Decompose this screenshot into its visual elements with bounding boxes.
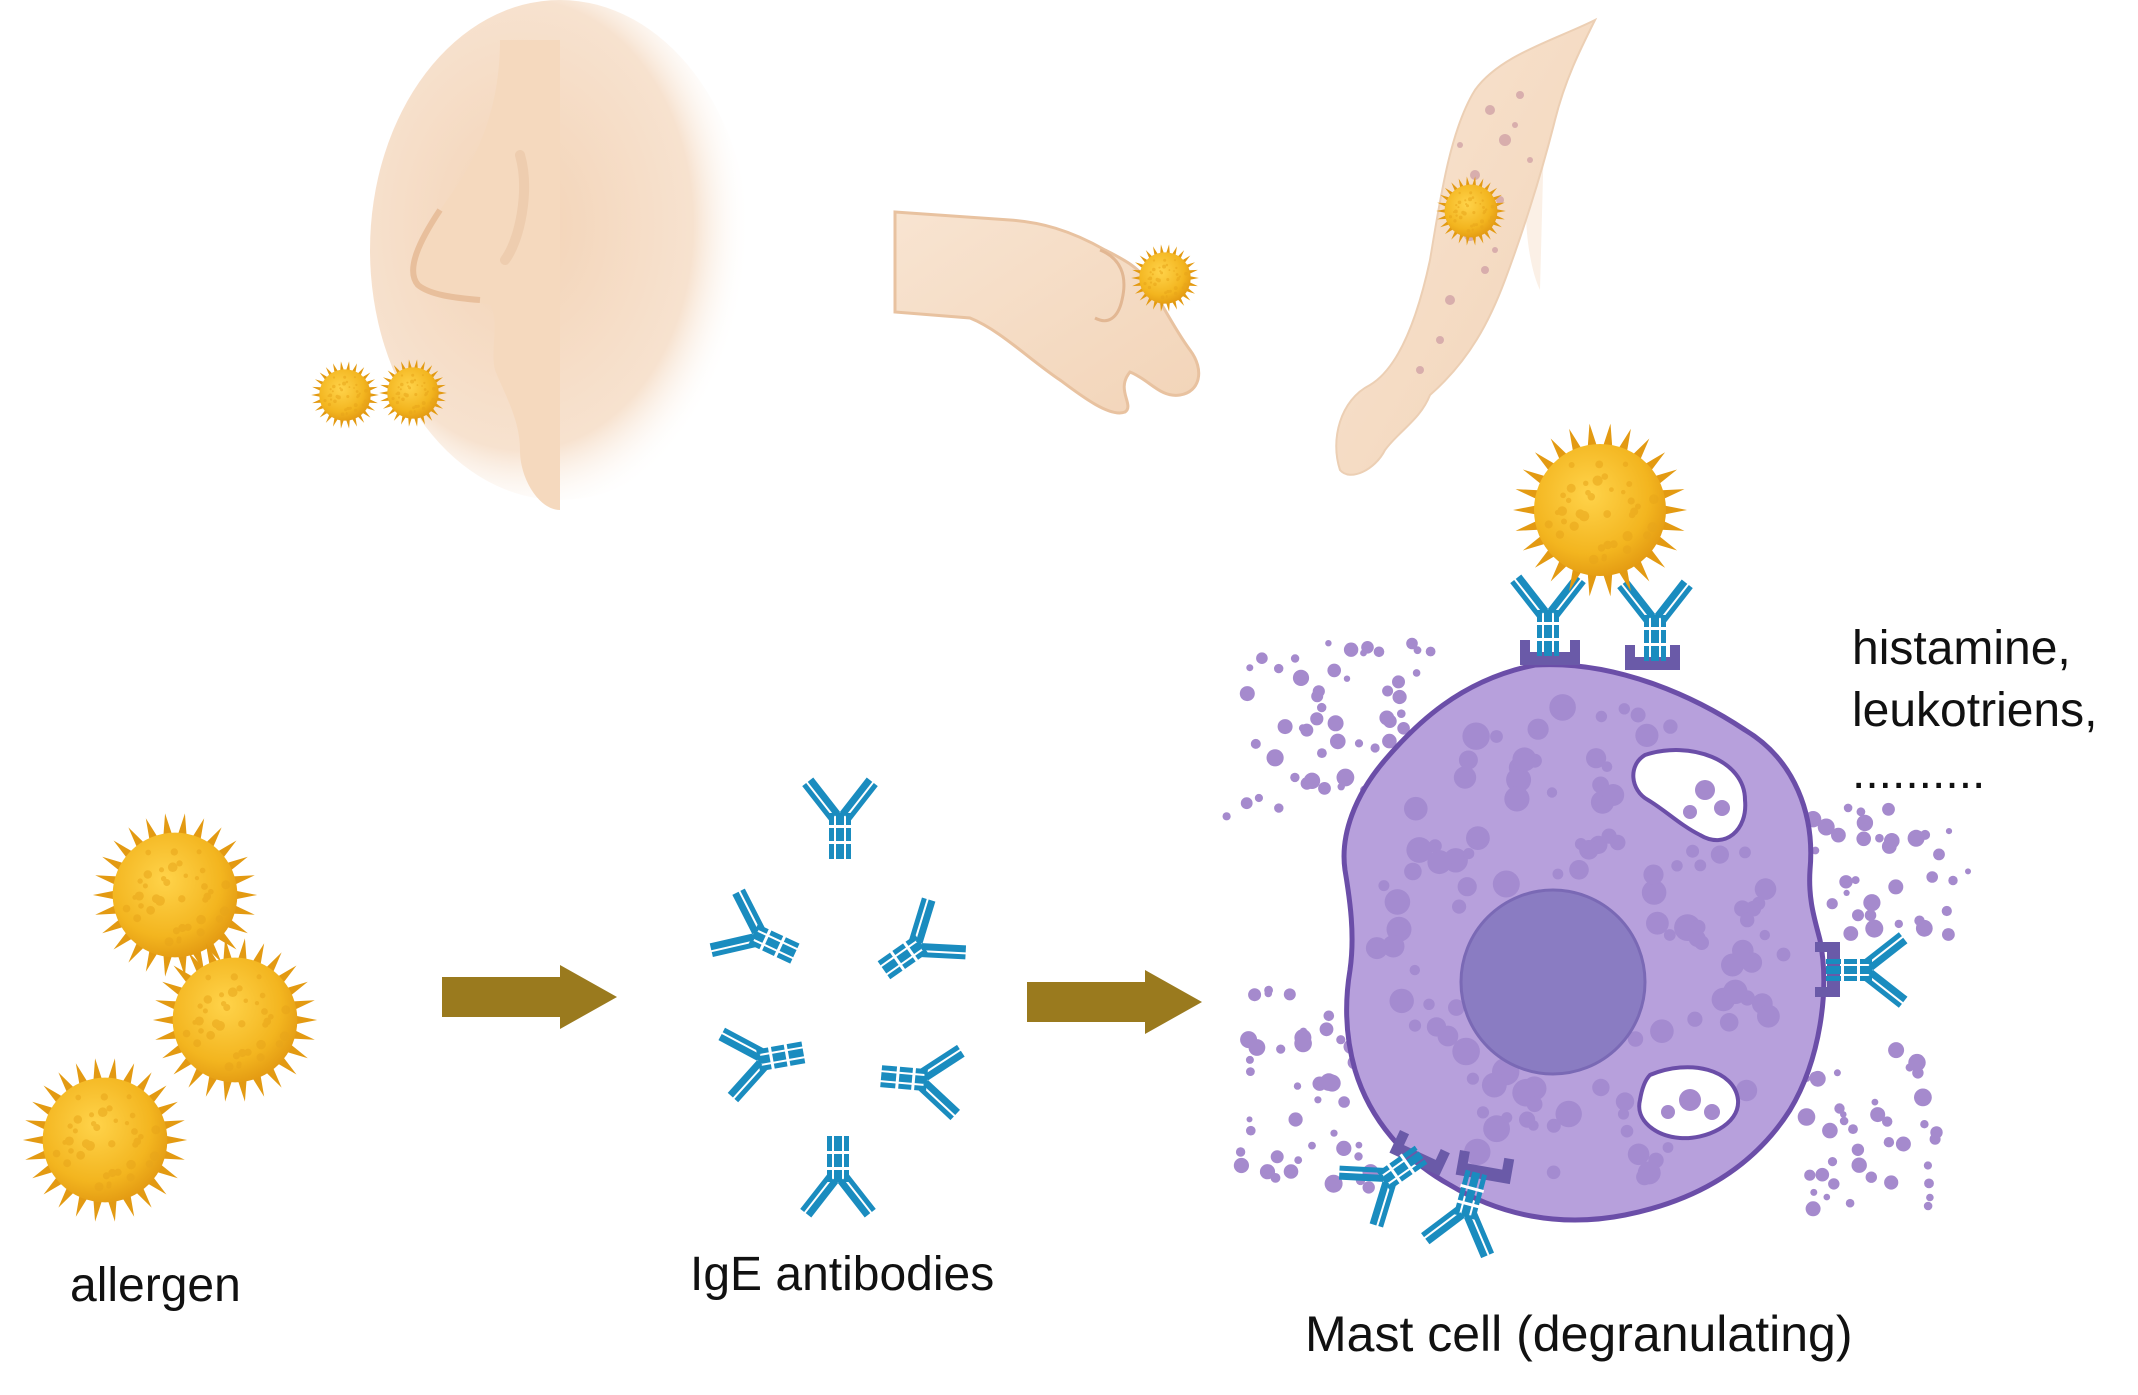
ige-antibody-group [705,777,973,1218]
mediator-more: .......... [1852,746,1986,799]
antibody-icon-4 [716,1015,810,1104]
mediators-label: histamine, leukotriens, .......... [1852,618,2097,804]
face-nose-icon [370,0,750,510]
arm-rash-icon [1335,17,1598,476]
pollen-icon-3 [22,1058,188,1222]
receptor-5 [1455,1150,1515,1185]
pollen-icon-2 [152,938,318,1102]
ige-antibodies-label: IgE antibodies [690,1248,995,1301]
hand-icon [893,210,1201,415]
antibody-icon-1 [802,777,878,859]
antibody-icon-3 [862,892,973,1002]
pollen-icon-nose-1 [311,361,379,429]
granule-vacuole-2 [1637,1065,1741,1141]
mediator-leukotriens: leukotriens, [1852,684,2098,737]
pollen-icon-1 [92,813,258,977]
mediator-histamine: histamine, [1852,622,2071,675]
antibody-icon-2 [705,884,811,988]
allergen-label: allergen [70,1259,241,1312]
allergen-pollen-group [22,813,318,1222]
pollen-icon-crosslink [1513,423,1687,597]
arrow-icon-2 [1027,970,1202,1034]
mast-cell-label: Mast cell (degranulating) [1305,1306,1853,1362]
antibody-icon-6 [800,1136,876,1218]
granule-vacuole-1 [1631,748,1748,842]
mast-cell-icon [1222,423,1971,1261]
antibody-icon-5 [877,1038,966,1121]
arrow-icon-1 [442,965,617,1029]
